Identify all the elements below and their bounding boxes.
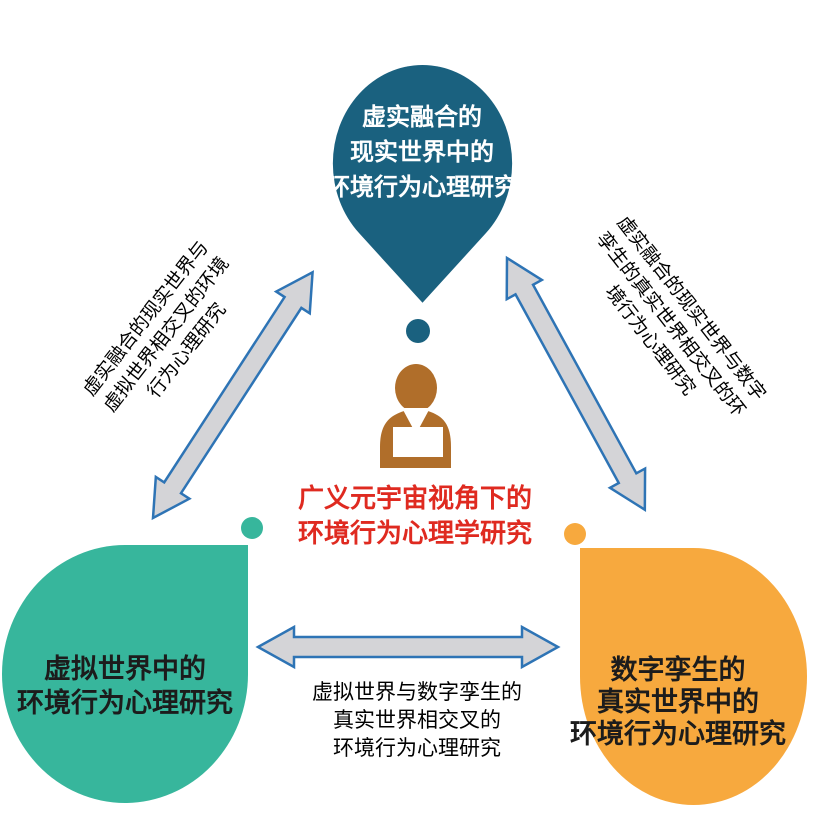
- node-top-label: 虚实融合的 现实世界中的 环境行为心理研究: [295, 100, 549, 205]
- node-left-line: 虚拟世界中的: [44, 654, 206, 684]
- center-title: 广义元宇宙视角下的 环境行为心理学研究: [265, 481, 565, 551]
- connector-dot-right: [564, 523, 586, 545]
- node-top-line: 虚实融合的: [362, 104, 482, 131]
- edge-label-line: 真实世界相交叉的: [333, 708, 501, 732]
- connector-dot-top: [406, 319, 430, 343]
- edge-label-bottom: 虚拟世界与数字孪生的 真实世界相交叉的 环境行为心理研究: [267, 678, 567, 762]
- node-left-shape: [2, 545, 248, 803]
- edge-label-line: 虚拟世界与数字孪生的: [312, 680, 522, 704]
- center-title-line: 广义元宇宙视角下的: [297, 483, 532, 513]
- double-arrow-bottom: [255, 624, 561, 670]
- person-laptop-icon: [380, 364, 451, 468]
- node-top-line: 环境行为心理研究: [326, 174, 518, 201]
- connector-dot-left: [241, 517, 263, 539]
- node-left-label: 虚拟世界中的 环境行为心理研究: [2, 652, 248, 720]
- double-arrow-top-right: [505, 255, 647, 512]
- node-right-shape: [580, 548, 807, 805]
- node-right-line: 数字孪生的: [610, 655, 746, 685]
- double-arrow-top-left: [151, 270, 314, 521]
- node-right-label: 数字孪生的 真实世界中的 环境行为心理研究: [563, 654, 793, 750]
- center-title-line: 环境行为心理学研究: [297, 518, 532, 548]
- node-top-line: 现实世界中的: [350, 139, 494, 166]
- node-left-line: 环境行为心理研究: [17, 688, 233, 718]
- node-right-line: 环境行为心理研究: [570, 719, 786, 749]
- edge-label-line: 环境行为心理研究: [333, 736, 501, 760]
- node-right-line: 真实世界中的: [597, 687, 759, 717]
